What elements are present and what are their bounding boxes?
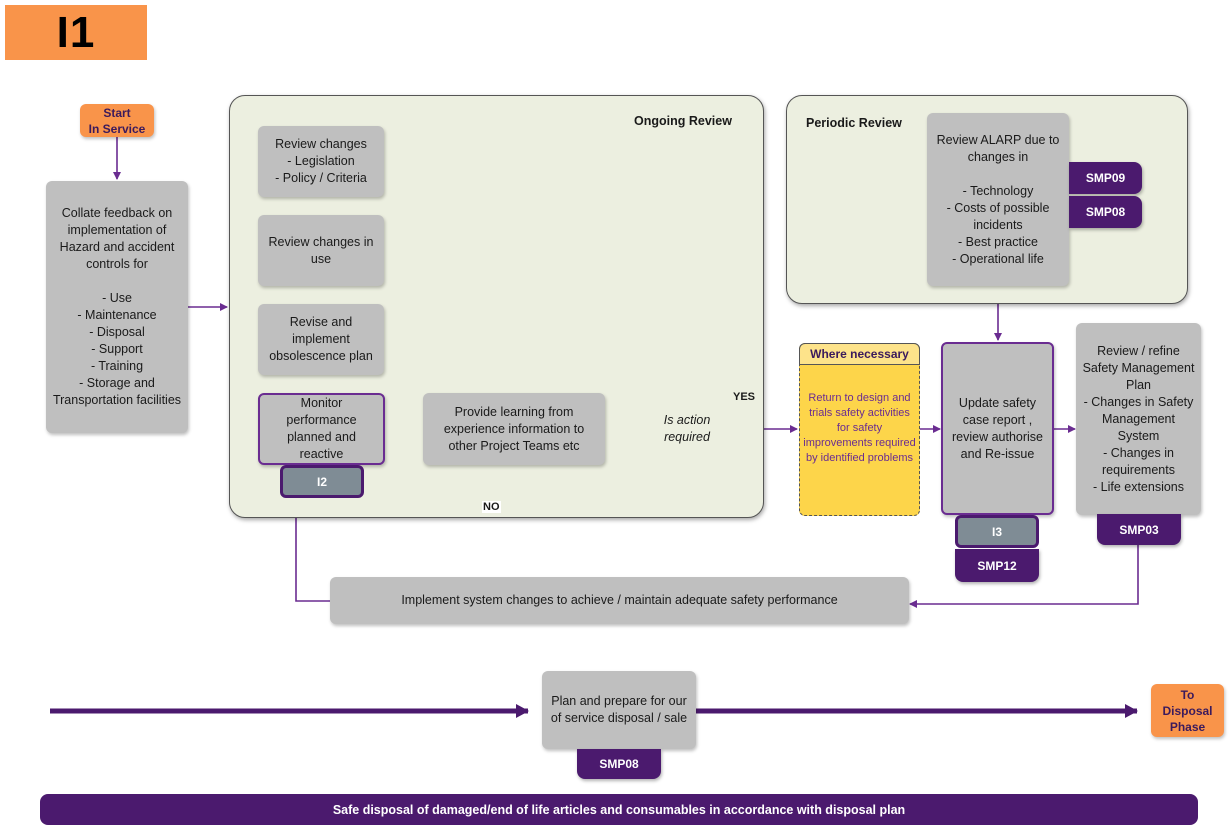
no-label: NO <box>482 501 501 513</box>
monitor-performance-box: Monitor performance planned and reactive <box>258 393 385 465</box>
line-monitor-to-implement <box>295 498 330 602</box>
smp08-tag: SMP08 <box>1069 196 1142 228</box>
where-necessary-title: Where necessary <box>799 343 920 365</box>
where-necessary-body: Return to design and trials safety activ… <box>803 392 916 464</box>
arrow-refine-to-implement <box>909 545 1139 608</box>
implement-system-changes-box: Implement system changes to achieve / ma… <box>330 577 909 624</box>
collate-feedback-box: Collate feedback on implementation of Ha… <box>46 181 188 433</box>
smp12-tag: SMP12 <box>955 549 1039 582</box>
yes-label: YES <box>733 391 756 403</box>
periodic-review-title: Periodic Review <box>806 116 902 130</box>
smp03-tag: SMP03 <box>1097 514 1181 545</box>
phase-badge: I1 <box>5 5 147 60</box>
review-changes-legislation-box: Review changes - Legislation - Policy / … <box>258 126 384 197</box>
update-ref-i3: I3 <box>955 515 1039 548</box>
monitor-ref-i2: I2 <box>280 465 364 498</box>
decision-label: Is action required <box>663 413 711 444</box>
review-alarp-box: Review ALARP due to changes in - Technol… <box>927 113 1069 286</box>
refine-safety-management-plan-box: Review / refine Safety Management Plan -… <box>1076 323 1201 515</box>
review-changes-in-use-box: Review changes in use <box>258 215 384 286</box>
provide-learning-box: Provide learning from experience informa… <box>423 393 605 465</box>
revise-obsolescence-plan-box: Revise and implement obsolescence plan <box>258 304 384 375</box>
where-necessary-box <box>799 343 920 516</box>
update-safety-case-box: Update safety case report , review autho… <box>941 342 1054 515</box>
phase-code: I1 <box>56 7 96 57</box>
to-disposal-phase-node: To Disposal Phase <box>1151 684 1224 737</box>
ongoing-review-title: Ongoing Review <box>634 114 732 128</box>
smp08-disposal-tag: SMP08 <box>577 749 661 779</box>
start-node: Start In Service <box>80 104 154 137</box>
safe-disposal-bar: Safe disposal of damaged/end of life art… <box>40 794 1198 825</box>
plan-disposal-box: Plan and prepare for our of service disp… <box>542 671 696 749</box>
smp09-tag: SMP09 <box>1069 162 1142 194</box>
